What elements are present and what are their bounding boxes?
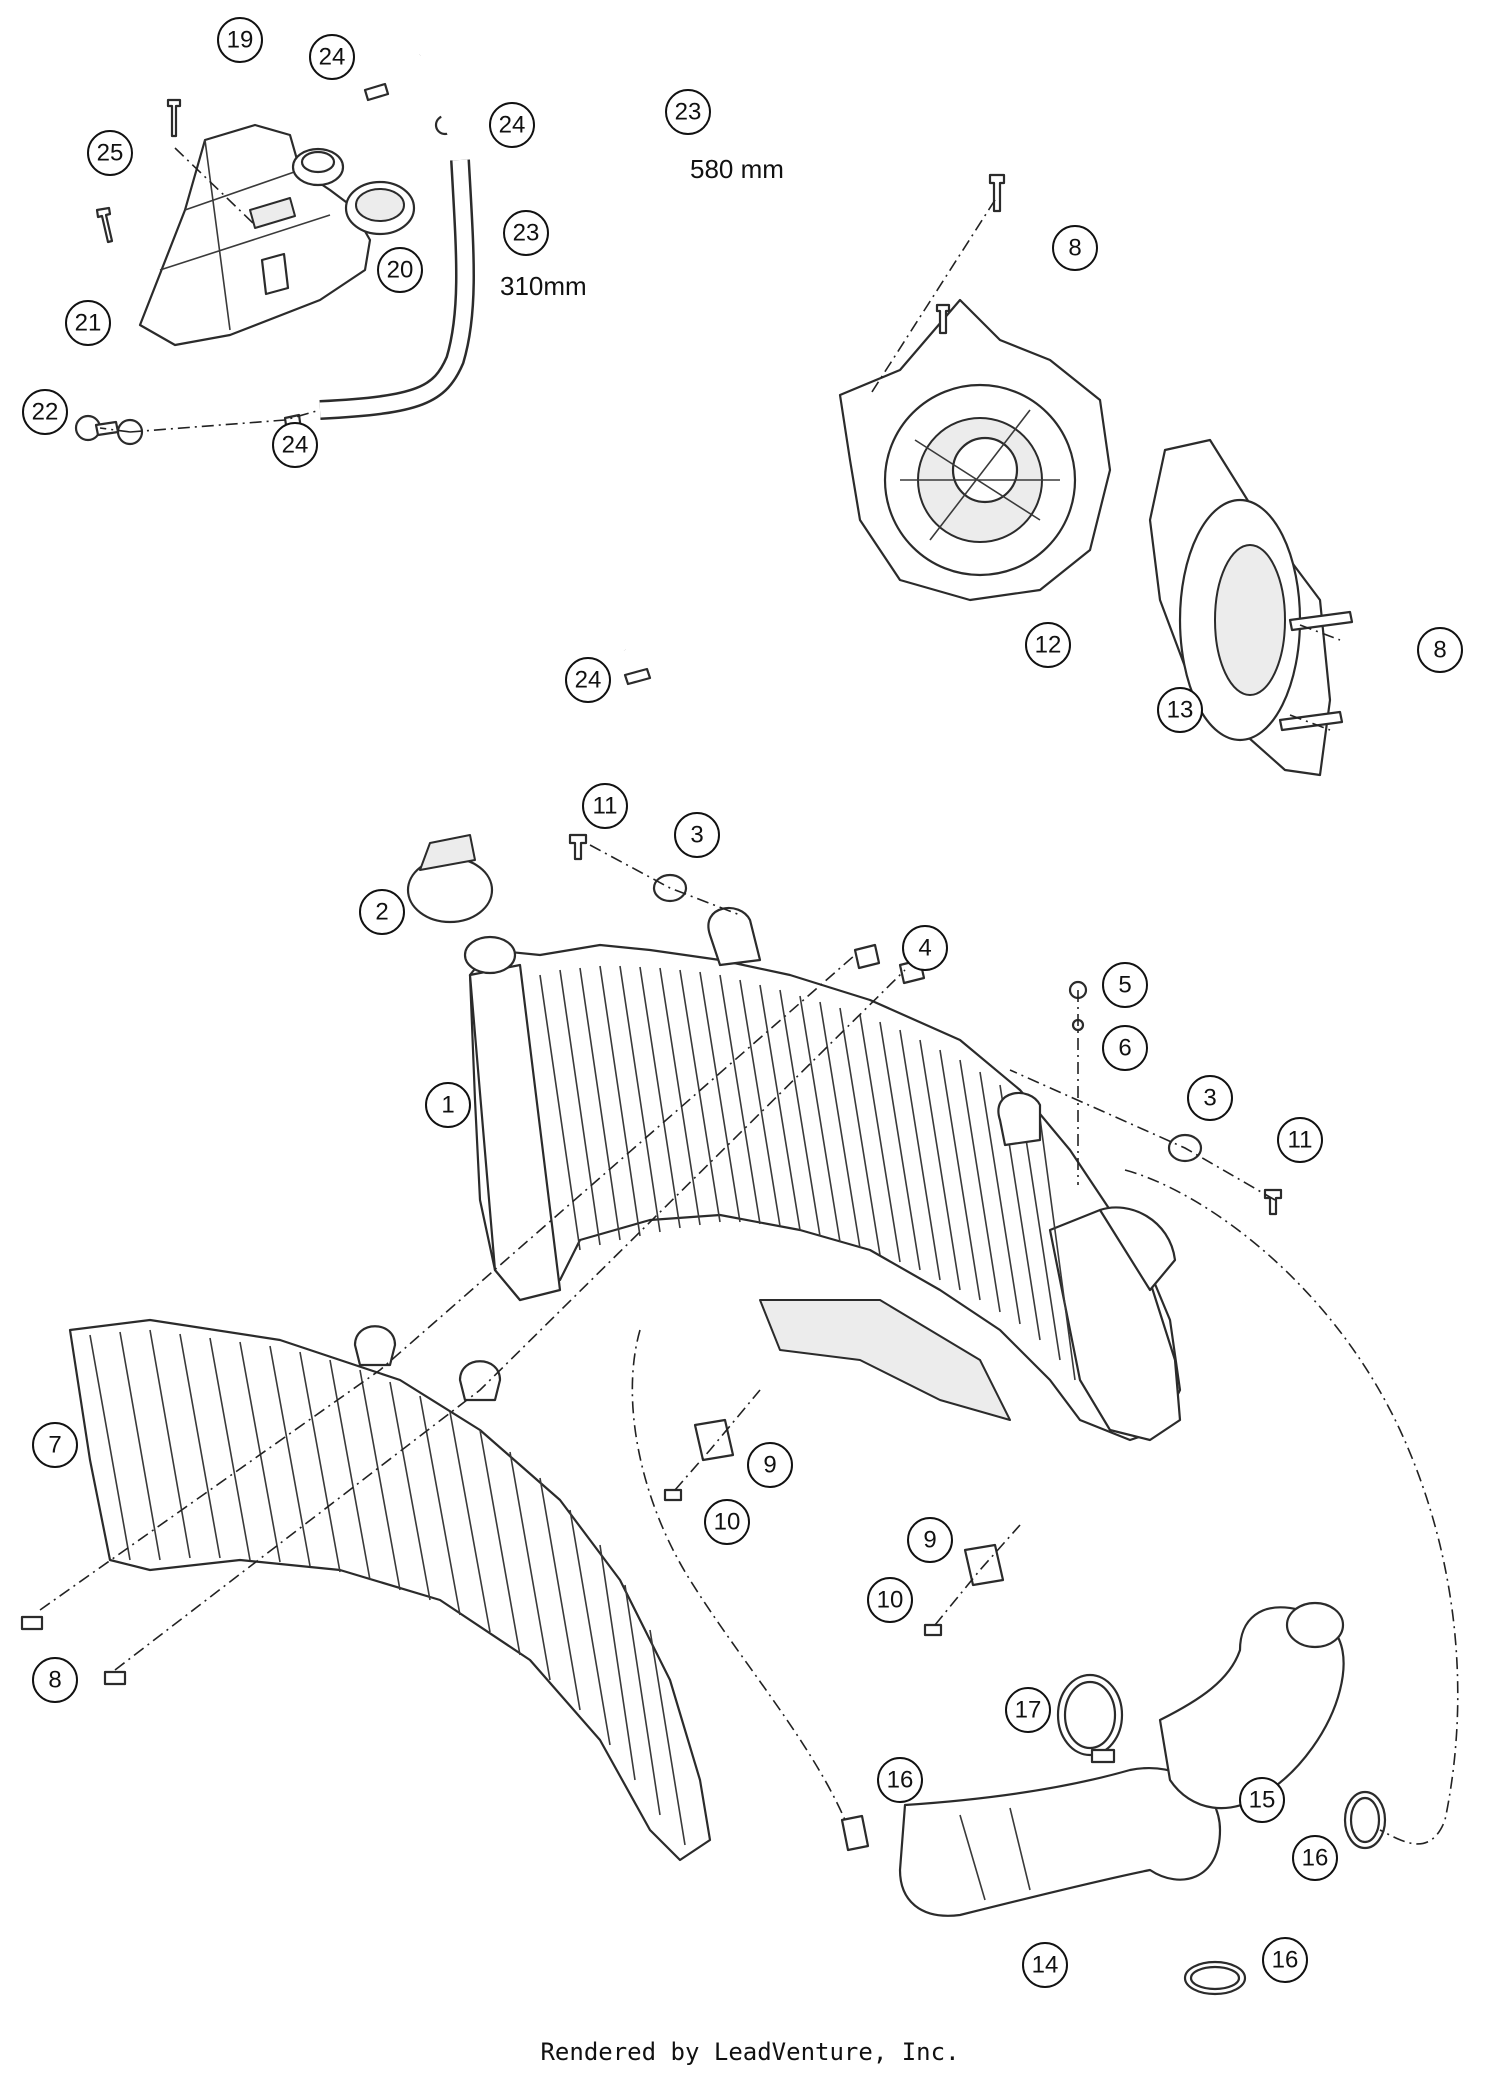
- svg-text:8: 8: [1068, 235, 1081, 262]
- svg-text:23: 23: [675, 99, 702, 126]
- footer-credit: Rendered by LeadVenture, Inc.: [540, 2038, 960, 2066]
- svg-text:24: 24: [575, 667, 602, 694]
- svg-text:3: 3: [1203, 1085, 1216, 1112]
- callout-11: 11: [1277, 1117, 1323, 1163]
- callout-3: 3: [1187, 1075, 1233, 1121]
- callout-5: 5: [1102, 962, 1148, 1008]
- callouts: 19 24 25 24 23 23 20 21 22 24 24 8 12 13…: [22, 17, 1463, 1988]
- callout-24: 24: [309, 34, 355, 80]
- svg-text:22: 22: [32, 399, 59, 426]
- radiator: [463, 906, 1182, 1442]
- svg-text:2: 2: [375, 899, 388, 926]
- callout-12: 12: [1025, 622, 1071, 668]
- callout-1: 1: [425, 1082, 471, 1128]
- leader-lines: [39, 147, 1459, 1845]
- callout-25: 25: [87, 130, 133, 176]
- hose-lower-14: [898, 1767, 1222, 1917]
- svg-text:3: 3: [690, 822, 703, 849]
- svg-text:24: 24: [282, 432, 309, 459]
- callout-21: 21: [65, 300, 111, 346]
- svg-text:11: 11: [1288, 1127, 1313, 1154]
- callout-7: 7: [32, 1422, 78, 1468]
- svg-text:5: 5: [1118, 972, 1131, 999]
- callout-10: 10: [867, 1577, 913, 1623]
- dimension-310mm: 310mm: [500, 271, 587, 301]
- callout-19: 19: [217, 17, 263, 63]
- callout-19-label: 19: [227, 27, 254, 54]
- callout-13: 13: [1157, 687, 1203, 733]
- svg-text:14: 14: [1032, 1952, 1059, 1979]
- svg-text:21: 21: [75, 310, 102, 337]
- tank-fittings: [74, 414, 144, 446]
- svg-text:16: 16: [887, 1767, 914, 1794]
- svg-text:9: 9: [923, 1527, 936, 1554]
- svg-text:10: 10: [714, 1509, 741, 1536]
- svg-text:12: 12: [1035, 632, 1062, 659]
- callout-11: 11: [582, 783, 628, 829]
- radiator-guard: [68, 1318, 712, 1862]
- svg-text:15: 15: [1249, 1787, 1276, 1814]
- svg-text:8: 8: [48, 1667, 61, 1694]
- callout-23: 23: [665, 89, 711, 135]
- radiator-fan-left: [838, 298, 1112, 602]
- svg-text:16: 16: [1302, 1845, 1329, 1872]
- callout-9: 9: [907, 1517, 953, 1563]
- svg-text:11: 11: [593, 793, 618, 820]
- callout-4: 4: [902, 925, 948, 971]
- callout-24: 24: [489, 102, 535, 148]
- callout-9: 9: [747, 1442, 793, 1488]
- callout-2: 2: [359, 889, 405, 935]
- callout-16: 16: [877, 1757, 923, 1803]
- svg-text:6: 6: [1118, 1035, 1131, 1062]
- svg-text:20: 20: [387, 257, 414, 284]
- hose-clamps: [840, 1673, 1387, 1996]
- callout-8: 8: [1417, 627, 1463, 673]
- callout-23: 23: [503, 210, 549, 256]
- callout-20: 20: [377, 247, 423, 293]
- callout-14: 14: [1022, 1942, 1068, 1988]
- svg-text:17: 17: [1015, 1697, 1042, 1724]
- callout-17: 17: [1005, 1687, 1051, 1733]
- svg-text:7: 7: [48, 1432, 61, 1459]
- coolant-cap: [344, 180, 416, 236]
- callout-24: 24: [272, 422, 318, 468]
- svg-text:8: 8: [1433, 637, 1446, 664]
- expansion-tank: [95, 98, 372, 347]
- hose-upper-15: [1158, 1601, 1345, 1810]
- dimension-580mm: 580 mm: [690, 154, 784, 184]
- svg-text:25: 25: [97, 140, 124, 167]
- callout-3: 3: [674, 812, 720, 858]
- svg-text:16: 16: [1272, 1947, 1299, 1974]
- callout-8: 8: [1052, 225, 1098, 271]
- radiator-cap: [406, 834, 494, 924]
- callout-10: 10: [704, 1499, 750, 1545]
- callout-6: 6: [1102, 1025, 1148, 1071]
- callout-24: 24: [565, 657, 611, 703]
- svg-text:24: 24: [499, 112, 526, 139]
- svg-text:13: 13: [1167, 697, 1194, 724]
- dimension-labels: 580 mm 310mm: [500, 154, 784, 301]
- radiator-fan-right: [1148, 438, 1354, 777]
- hose-310mm: [319, 159, 475, 420]
- callout-15: 15: [1239, 1777, 1285, 1823]
- svg-text:1: 1: [441, 1092, 454, 1119]
- svg-text:9: 9: [763, 1452, 776, 1479]
- svg-text:10: 10: [877, 1587, 904, 1614]
- fan-screws: [935, 173, 1006, 335]
- hose-580mm: [415, 22, 703, 653]
- callout-16: 16: [1262, 1937, 1308, 1983]
- svg-text:4: 4: [918, 935, 931, 962]
- callout-22: 22: [22, 389, 68, 435]
- callout-8: 8: [32, 1657, 78, 1703]
- svg-text:24: 24: [319, 44, 346, 71]
- callout-16: 16: [1292, 1835, 1338, 1881]
- svg-text:23: 23: [513, 220, 540, 247]
